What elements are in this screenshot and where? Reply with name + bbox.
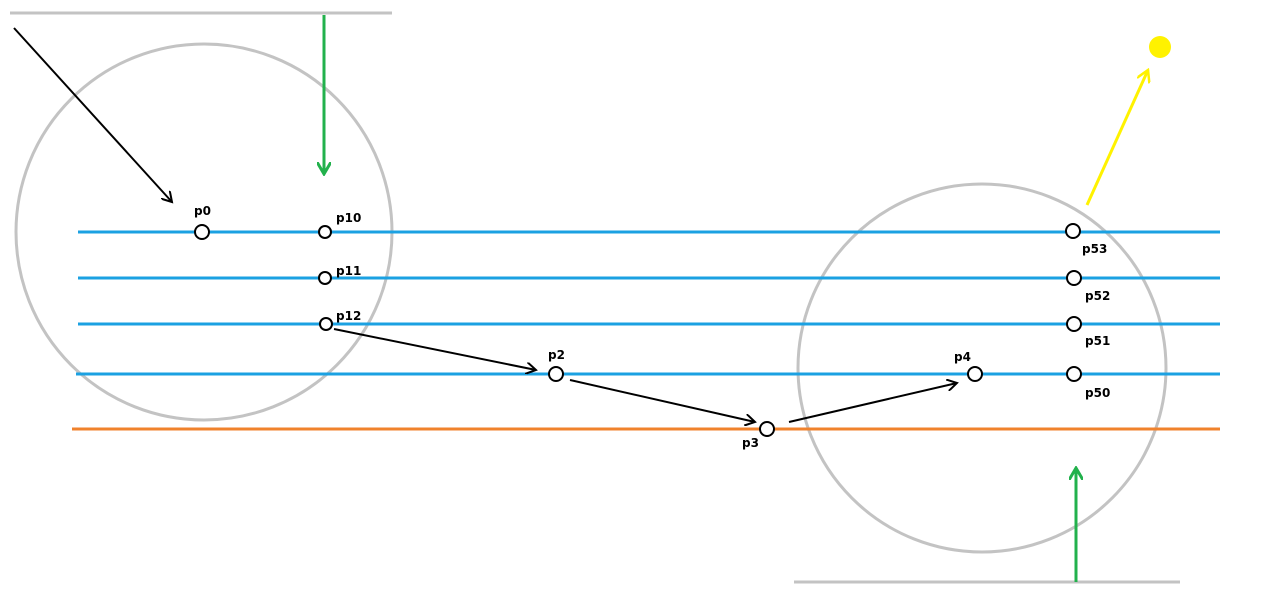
- label-p12: p12: [336, 309, 361, 323]
- point-p51: [1066, 316, 1082, 332]
- point-p52: [1066, 270, 1082, 286]
- label-p51: p51: [1085, 334, 1110, 348]
- label-p0: p0: [194, 204, 211, 218]
- point-p50: [1066, 366, 1082, 382]
- label-p11: p11: [336, 264, 361, 278]
- yellow-sun: [1149, 36, 1171, 58]
- path-arrow-p2-p3: [569, 379, 755, 422]
- point-p12: [319, 317, 333, 331]
- point-p11: [318, 271, 332, 285]
- label-p52: p52: [1085, 289, 1110, 303]
- point-p53: [1065, 223, 1081, 239]
- yellow-arrow: [1085, 70, 1148, 206]
- label-p53: p53: [1082, 242, 1107, 256]
- label-p10: p10: [336, 211, 361, 225]
- label-p3: p3: [742, 436, 759, 450]
- label-p2: p2: [548, 348, 565, 362]
- point-p4: [967, 366, 983, 382]
- point-p0: [194, 224, 210, 240]
- path-arrow-p12-p2: [333, 328, 536, 370]
- point-p2: [548, 366, 564, 382]
- path-arrow-p3-p4: [788, 383, 957, 423]
- label-p4: p4: [954, 350, 971, 364]
- label-p50: p50: [1085, 386, 1110, 400]
- right-circle: [796, 182, 1168, 554]
- point-p3: [759, 421, 775, 437]
- point-p10: [318, 225, 332, 239]
- incoming-black-arrow: [13, 27, 172, 202]
